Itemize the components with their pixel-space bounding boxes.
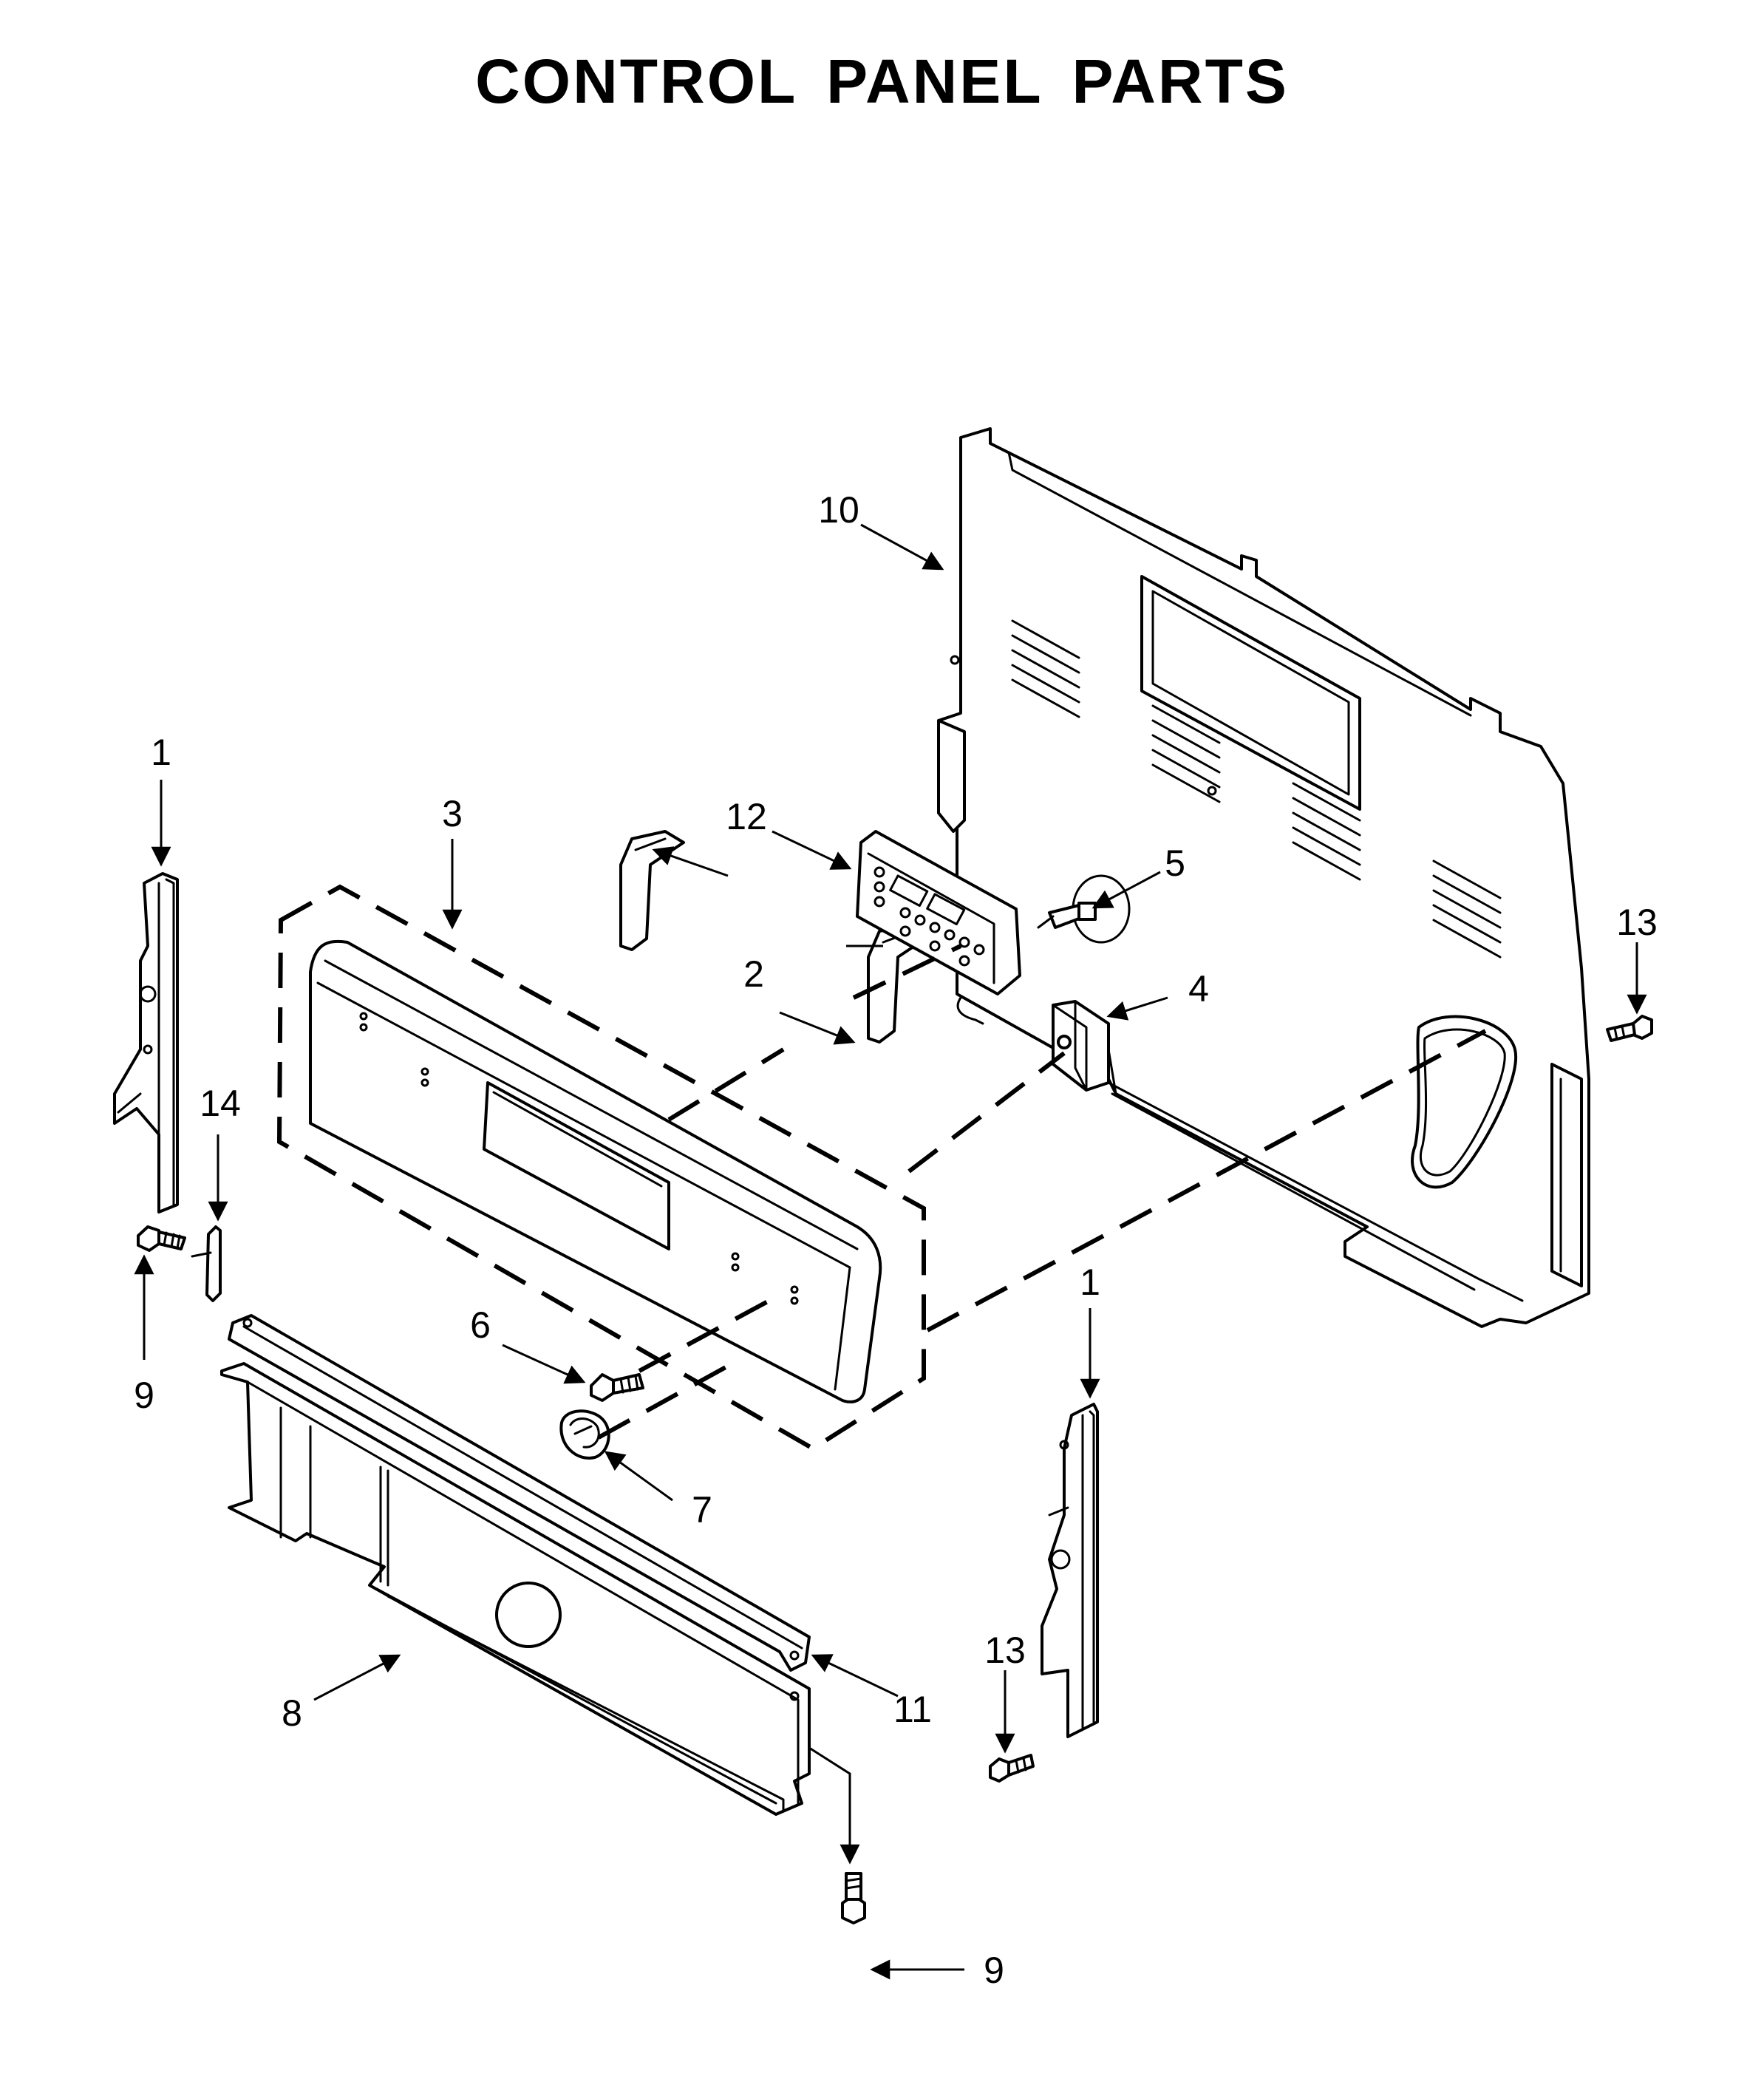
callout-3: 3 (442, 793, 463, 834)
callout-10: 10 (818, 489, 859, 531)
diagram-title: CONTROL PANEL PARTS (475, 47, 1289, 116)
part-1-left-end-cap (113, 872, 179, 1213)
part-9-screw-bottom (841, 1872, 866, 1924)
callout-11: 11 (893, 1689, 932, 1730)
part-3-control-panel (276, 884, 926, 1451)
callout-14: 14 (200, 1083, 241, 1124)
callout-2: 2 (743, 953, 764, 995)
part-10-console-back-panel (937, 427, 1590, 1328)
callout-13-right: 13 (1616, 902, 1658, 943)
part-13-screw-lower (989, 1754, 1035, 1783)
callout-1-left: 1 (151, 732, 171, 773)
callout-9-left: 9 (134, 1375, 154, 1416)
part-5-screw (1037, 874, 1131, 944)
part-12-electronic-control-board (856, 830, 1021, 1025)
callout-6: 6 (470, 1304, 491, 1346)
callout-9-bottom: 9 (984, 1950, 1004, 1991)
callout-4: 4 (1188, 968, 1209, 1010)
callout-7: 7 (692, 1489, 712, 1531)
leader-lines (134, 523, 1647, 1980)
part-7-knob (559, 1409, 610, 1460)
callout-5: 5 (1165, 843, 1185, 884)
part-9-screw-left (137, 1225, 186, 1252)
part-2-bracket-left (619, 830, 685, 951)
callout-labels: 1 1 2 3 4 5 6 7 8 9 9 10 11 12 13 13 14 (134, 489, 1658, 1991)
part-6-screw (590, 1373, 644, 1402)
part-11-trim (228, 1314, 811, 1672)
callout-12: 12 (726, 796, 767, 837)
assembly-dash-lines (597, 944, 1487, 1440)
part-1-right-end-cap (1041, 1403, 1099, 1738)
part-14-clip (191, 1225, 222, 1302)
part-13-screw-right (1606, 1015, 1653, 1042)
callout-8: 8 (282, 1692, 302, 1734)
callout-1-right: 1 (1080, 1262, 1100, 1303)
callout-13-lower: 13 (984, 1630, 1026, 1671)
part-4-switch (1052, 1000, 1117, 1095)
part-8-manifold-panel (220, 1362, 811, 1816)
